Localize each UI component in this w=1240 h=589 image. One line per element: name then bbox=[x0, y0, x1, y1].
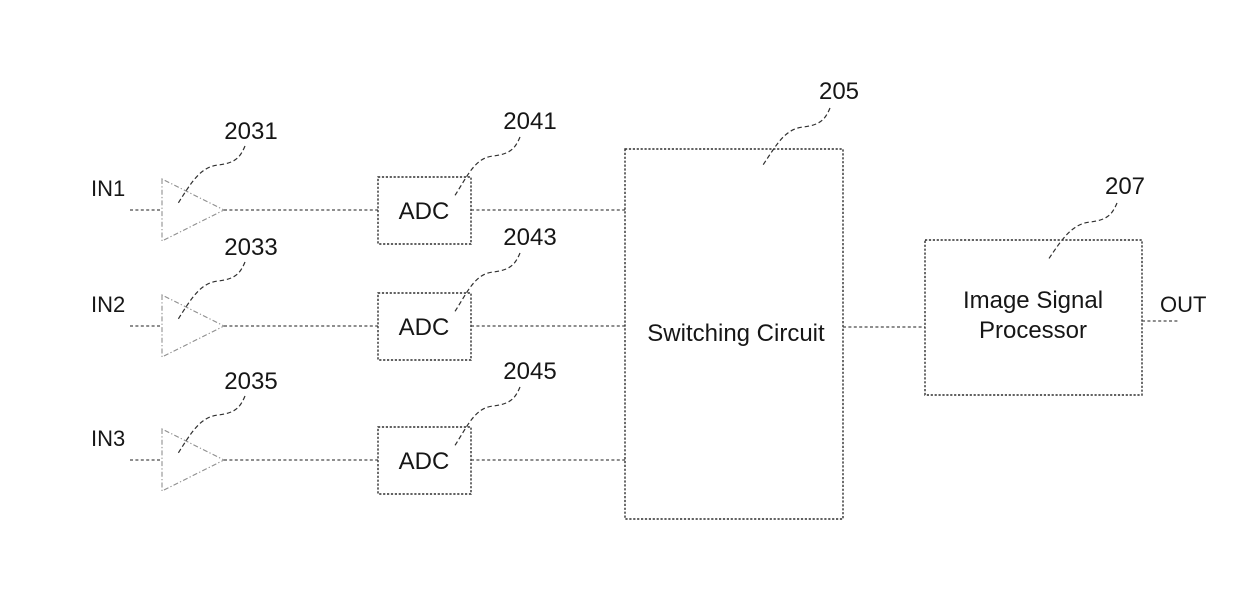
isp-ref-label: 207 bbox=[1105, 173, 1145, 200]
in2-label: IN2 bbox=[91, 292, 125, 317]
isp-box bbox=[924, 239, 1143, 396]
adc-3-ref-label: 2045 bbox=[503, 358, 556, 385]
in3-label: IN3 bbox=[91, 426, 125, 451]
amp-3-ref-label: 2035 bbox=[224, 368, 277, 395]
isp-label-line1: Image Signal bbox=[963, 287, 1103, 314]
amp-3-ref-leader bbox=[176, 395, 246, 456]
switching-circuit-ref-label: 205 bbox=[819, 78, 859, 105]
adc-1-label: ADC bbox=[399, 198, 450, 225]
out-label: OUT bbox=[1160, 292, 1206, 317]
amp-1-ref-label: 2031 bbox=[224, 118, 277, 145]
adc-2-ref-leader bbox=[453, 252, 521, 314]
adc-1-ref-leader bbox=[453, 136, 521, 198]
amp-1-ref-leader bbox=[176, 145, 246, 206]
amplifier-2-symbol bbox=[161, 294, 226, 358]
amp-2-ref-leader bbox=[176, 261, 246, 322]
amp-2-ref-label: 2033 bbox=[224, 234, 277, 261]
in1-label: IN1 bbox=[91, 176, 125, 201]
adc-2-ref-label: 2043 bbox=[503, 224, 556, 251]
adc-3-label: ADC bbox=[399, 448, 450, 475]
isp-ref-leader bbox=[1047, 202, 1118, 261]
switching-circuit-box bbox=[624, 148, 844, 520]
adc-3-ref-leader bbox=[453, 386, 521, 448]
adc-1-ref-label: 2041 bbox=[503, 108, 556, 135]
switching-circuit-ref-leader bbox=[762, 107, 831, 166]
amplifier-3-symbol bbox=[161, 428, 226, 492]
switching-circuit-label: Switching Circuit bbox=[647, 320, 825, 347]
adc-2-label: ADC bbox=[399, 314, 450, 341]
amplifier-1-symbol bbox=[161, 178, 226, 242]
isp-label-line2: Processor bbox=[979, 317, 1087, 344]
